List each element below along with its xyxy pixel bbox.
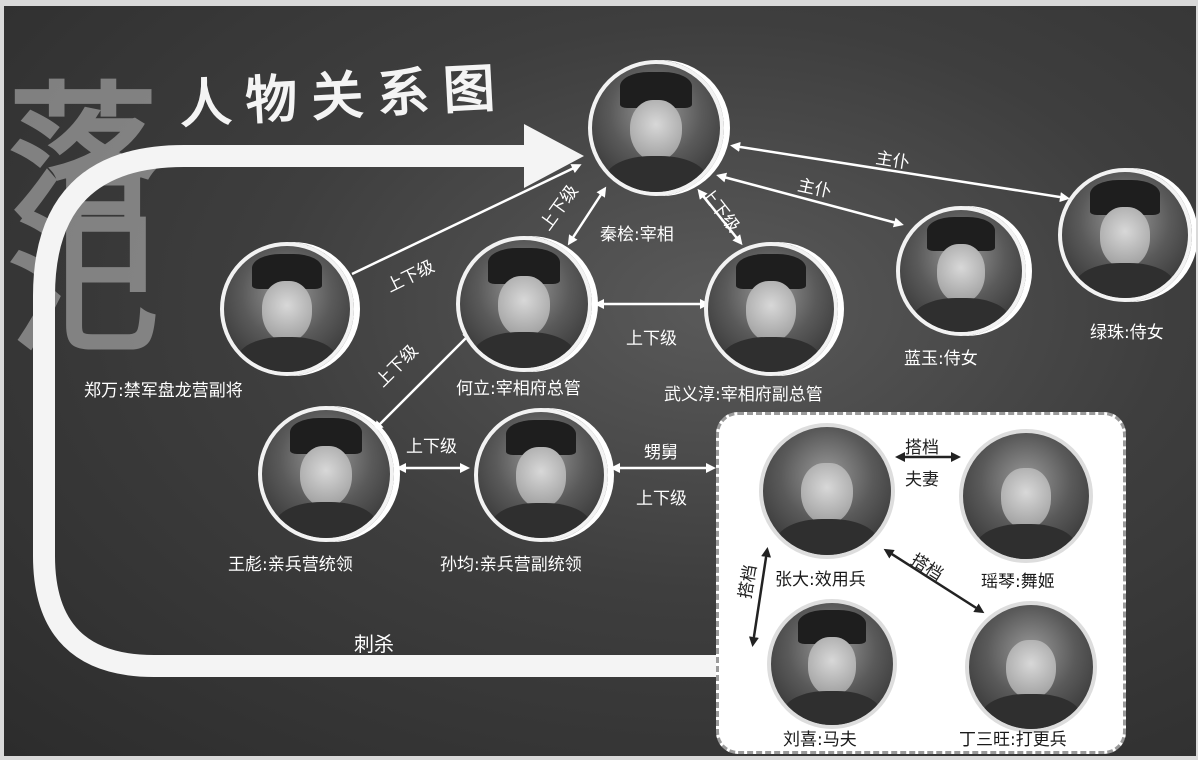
portrait-lanyu [896, 206, 1026, 336]
label-wangbiao: 王彪:亲兵营统领 [228, 555, 353, 575]
label-lanyu: 蓝玉:侍女 [904, 349, 978, 369]
label-wuyichun: 武义淳:宰相府副总管 [664, 385, 823, 405]
portrait-wuyichun [704, 242, 838, 376]
rel-wangbiao-sunjun: 上下级 [406, 437, 457, 457]
rel-sunjun-zhangda: 上下级 [636, 489, 687, 509]
portrait-yaoqin [959, 429, 1093, 563]
label-zhangda: 张大:效用兵 [775, 570, 866, 590]
portrait-heli [456, 236, 592, 372]
arrow-zhengwan-qinhui [351, 164, 582, 276]
portrait-wangbiao [258, 406, 394, 542]
inset-connectors [748, 452, 985, 647]
group-inset-box: 张大:效用兵 瑶琴:舞姬 刘喜:马夫 丁三旺:打更兵 搭档 夫妻 搭档 搭档 [716, 412, 1126, 754]
label-yaoqin: 瑶琴:舞姬 [981, 572, 1055, 592]
portrait-sunjun [474, 408, 608, 542]
relationship-diagram: 落汜 人物关系图 [4, 6, 1196, 756]
label-lvzhu: 绿珠:侍女 [1090, 323, 1164, 343]
rel-shengjiu: 甥舅 [644, 443, 678, 463]
label-heli: 何立:宰相府总管 [456, 379, 581, 399]
rel-cisha: 刺杀 [354, 632, 394, 656]
portrait-zhangda [759, 423, 895, 559]
arrow-qinhui-lvzhu [730, 141, 1070, 203]
rel-fuqi: 夫妻 [905, 470, 939, 490]
portrait-qinhui [588, 60, 724, 196]
label-zhengwan: 郑万:禁军盘龙营副将 [84, 381, 243, 401]
rel-heli-wuyichun: 上下级 [626, 329, 677, 349]
assassination-loop [33, 145, 716, 677]
arrow-zhangda-dingsanwang [883, 548, 985, 614]
portrait-liuxi [767, 599, 897, 729]
arrow-wangbiao-heli [373, 331, 473, 431]
portrait-zhengwan [220, 242, 354, 376]
arrow-zhangda-liuxi [748, 547, 772, 647]
label-qinhui: 秦桧:宰相 [600, 225, 674, 245]
rel-dadang-yaoqin: 搭档 [905, 438, 939, 458]
connector-layer [33, 124, 1070, 677]
label-sunjun: 孙均:亲兵营副统领 [440, 555, 582, 575]
arrow-qinhui-lanyu [716, 172, 904, 228]
label-liuxi: 刘喜:马夫 [783, 730, 857, 750]
arrow-heli-qinhui [567, 186, 607, 246]
label-dingsanwang: 丁三旺:打更兵 [959, 730, 1067, 750]
portrait-dingsanwang [965, 601, 1097, 733]
rel-zhupu-lvzhu: 主仆 [874, 148, 911, 174]
assassination-arrowhead [524, 124, 584, 188]
portrait-lvzhu [1058, 168, 1192, 302]
